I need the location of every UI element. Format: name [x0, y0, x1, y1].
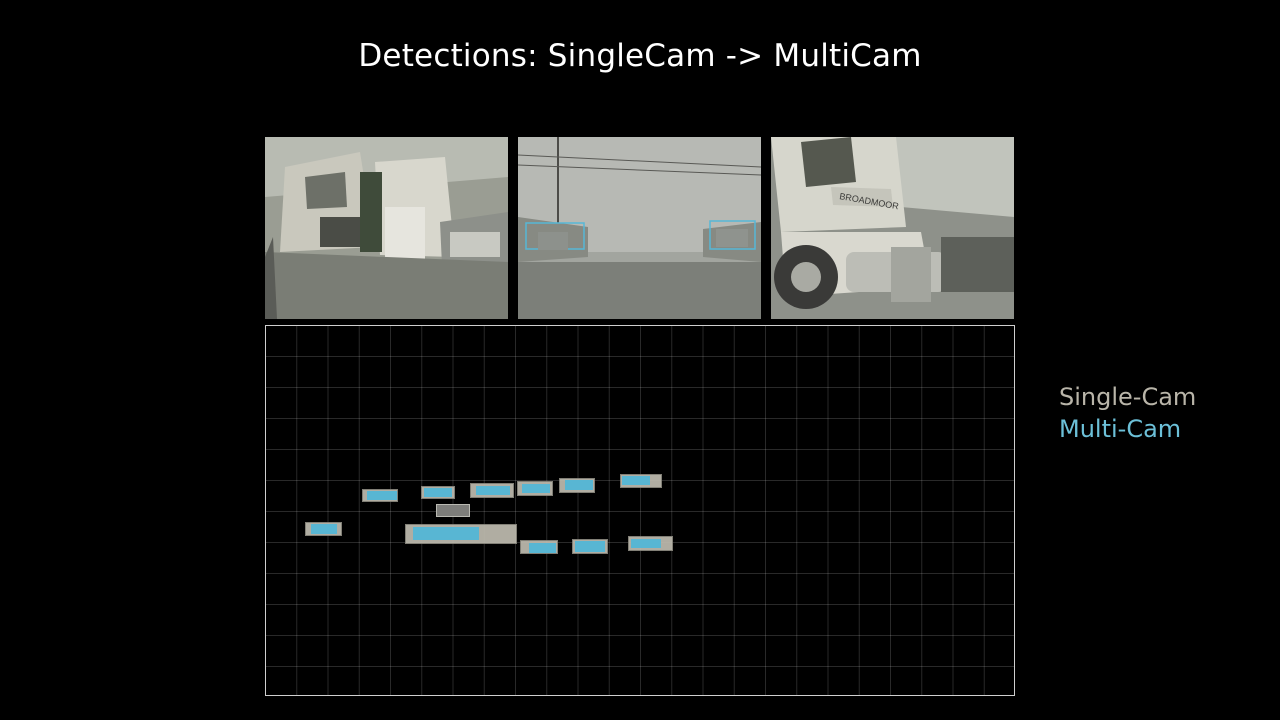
slide-title: Detections: SingleCam -> MultiCam — [358, 38, 922, 74]
camera-view-front — [518, 137, 761, 319]
legend-single-cam: Single-Cam — [1059, 383, 1197, 411]
legend-multi-cam: Multi-Cam — [1059, 415, 1182, 443]
camera-view-left — [265, 137, 508, 319]
birds-eye-view-grid — [265, 325, 1015, 696]
legend: Single-Cam Multi-Cam — [1059, 381, 1196, 445]
camera-view-right: BROADMOOR — [771, 137, 1014, 319]
